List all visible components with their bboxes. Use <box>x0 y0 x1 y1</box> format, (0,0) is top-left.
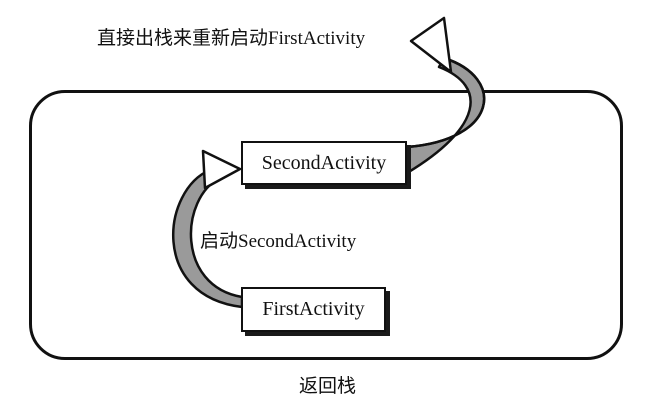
second-activity-box: SecondActivity <box>241 141 407 185</box>
launch-second-activity-label: 启动SecondActivity <box>200 231 357 252</box>
restart-first-activity-label: 直接出栈来重新启动FirstActivity <box>97 28 366 49</box>
first-activity-label: FirstActivity <box>262 298 365 320</box>
first-activity-box: FirstActivity <box>241 287 386 332</box>
second-activity-label: SecondActivity <box>261 151 387 174</box>
back-stack-label: 返回栈 <box>299 376 357 397</box>
